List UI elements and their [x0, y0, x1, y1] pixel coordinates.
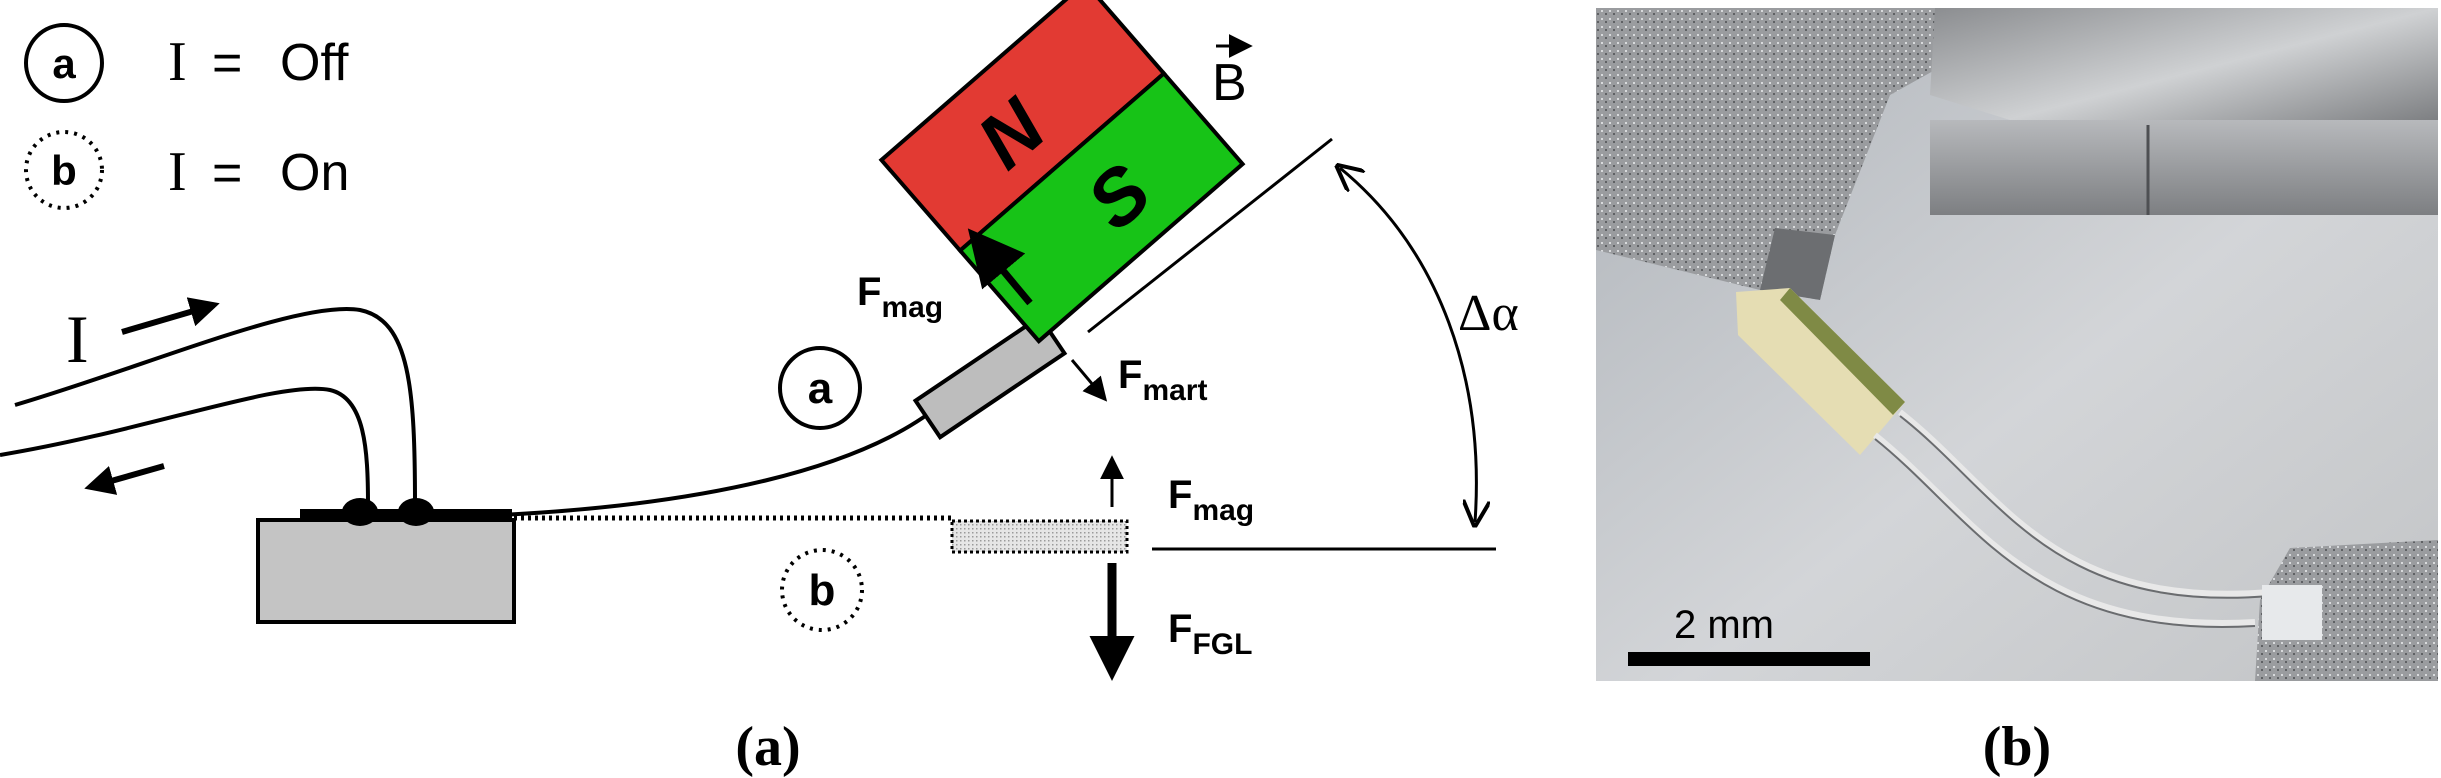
- state-a-symbol: I: [168, 31, 187, 93]
- legend: a I = Off b I = On: [24, 23, 349, 210]
- photo-wire-lower: [1873, 432, 2256, 626]
- photo-lower-block-face: [2262, 585, 2322, 640]
- state-a-marker-label: a: [52, 40, 76, 87]
- magnet-south-pole: [957, 70, 1246, 344]
- force-mart-label: Fmart: [1118, 353, 1207, 407]
- reference-line-state-a: [1087, 137, 1333, 334]
- force-mart-sub: mart: [1142, 374, 1207, 407]
- state-a-equals: =: [212, 34, 242, 92]
- state-b-marker-label: b: [51, 147, 77, 194]
- photo-wire-lower-shadow: [1874, 438, 2256, 628]
- photo-wire-upper: [1898, 409, 2271, 597]
- state-b-marker-circle: [24, 130, 104, 210]
- force-mag-b-label: Fmag: [1168, 473, 1254, 527]
- current-out-arrow: [84, 463, 165, 495]
- state-b-value: On: [280, 144, 349, 202]
- force-mag-a-sub: mag: [881, 291, 943, 324]
- current-in-arrow: [121, 297, 220, 335]
- solder-joint-left: [342, 498, 378, 526]
- diagram-panel-a: I N S B Δα a: [0, 0, 1519, 681]
- legend-state-a: a I = Off: [24, 23, 349, 103]
- legend-state-b: b I = On: [24, 130, 349, 210]
- force-mag-b-base: F: [1168, 473, 1192, 517]
- force-mart-arrow: [1070, 359, 1108, 402]
- photo-lower-block: [2255, 540, 2438, 681]
- state-b-marker-diagram: b: [809, 566, 836, 615]
- magnet: N S: [878, 0, 1246, 344]
- base-block: [256, 518, 516, 624]
- tip-mass-state-a: [912, 314, 1068, 440]
- photo-sample-pad: [1736, 288, 1905, 455]
- current-label: I: [66, 301, 89, 377]
- scale-bar: [1628, 652, 1870, 666]
- force-mag-a-base: F: [857, 270, 881, 314]
- photo-upper-block: [1596, 8, 1935, 300]
- state-b-symbol: I: [168, 141, 187, 203]
- force-fgl-base: F: [1168, 607, 1192, 651]
- photo-wire-upper-shadow: [1899, 415, 2271, 599]
- photo-upper-block-face: [1760, 228, 1835, 300]
- force-fgl-sub: FGL: [1192, 628, 1252, 661]
- state-a-marker-circle: [24, 23, 104, 103]
- field-vector-label: B: [1212, 54, 1247, 112]
- photo-top-bar-face: [1930, 120, 2438, 215]
- tip-mass-state-b: [950, 519, 1129, 554]
- solder-joint-right: [398, 498, 434, 526]
- force-fgl-label: FFGL: [1168, 607, 1252, 661]
- state-b-marker-circle-diagram: [780, 548, 864, 632]
- state-a-value: Off: [280, 34, 349, 92]
- panel-label-a: (a): [735, 716, 800, 778]
- photo-panel-b: 2 mm: [1596, 8, 2438, 681]
- wire-lower: [0, 386, 370, 506]
- force-mart-base: F: [1118, 353, 1142, 397]
- angle-arc: [1340, 168, 1476, 522]
- state-a-marker-diagram: a: [808, 364, 833, 413]
- force-mag-b-sub: mag: [1192, 494, 1254, 527]
- photo-top-bar: [1930, 8, 2438, 140]
- field-vector: B: [1212, 34, 1253, 112]
- photo-sample-pad-edge: [1780, 288, 1905, 415]
- force-mag-a-label: Fmag: [857, 270, 943, 324]
- angle-label: Δα: [1458, 285, 1519, 342]
- wire-upper: [14, 307, 417, 506]
- panel-label-b: (b): [1983, 716, 2051, 778]
- state-a-marker-circle-diagram: [778, 346, 862, 430]
- scale-bar-label: 2 mm: [1674, 603, 1774, 647]
- state-b-equals: =: [212, 144, 242, 202]
- force-mag-a-arrow: [967, 228, 1033, 306]
